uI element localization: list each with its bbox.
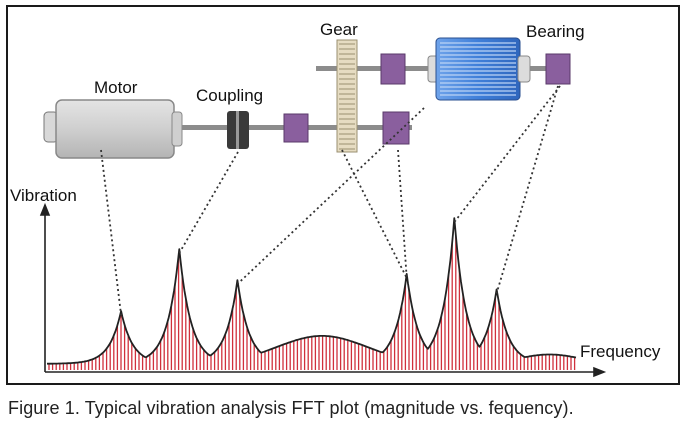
bearing-icon bbox=[545, 53, 571, 85]
gear-icon bbox=[336, 39, 358, 153]
x-axis-label: Frequency bbox=[580, 342, 661, 361]
leader-line bbox=[178, 151, 239, 254]
figure-caption: Figure 1. Typical vibration analysis FFT… bbox=[8, 398, 574, 418]
spectrum-bars bbox=[48, 235, 576, 370]
leader-line bbox=[495, 85, 559, 294]
leader-line bbox=[397, 149, 408, 278]
axes bbox=[39, 202, 607, 378]
leader-lines bbox=[100, 85, 561, 316]
lower-bearing-1-icon bbox=[283, 113, 309, 143]
generator-icon bbox=[427, 37, 531, 101]
bearing-label: Bearing bbox=[526, 22, 585, 41]
y-axis-label: Vibration bbox=[10, 186, 77, 205]
gear-label: Gear bbox=[320, 20, 358, 39]
leader-line bbox=[453, 85, 561, 223]
coupling-label: Coupling bbox=[196, 86, 264, 105]
motor-icon bbox=[43, 99, 183, 159]
machine-diagram bbox=[39, 37, 607, 378]
spectrum-envelope bbox=[47, 217, 577, 365]
leader-line bbox=[341, 149, 408, 279]
leader-line bbox=[100, 149, 122, 316]
motor-label: Motor bbox=[94, 78, 138, 97]
upper-bearing-1-icon bbox=[380, 53, 406, 85]
coupling-icon bbox=[227, 111, 249, 149]
lower-bearing-2-icon bbox=[382, 111, 410, 145]
